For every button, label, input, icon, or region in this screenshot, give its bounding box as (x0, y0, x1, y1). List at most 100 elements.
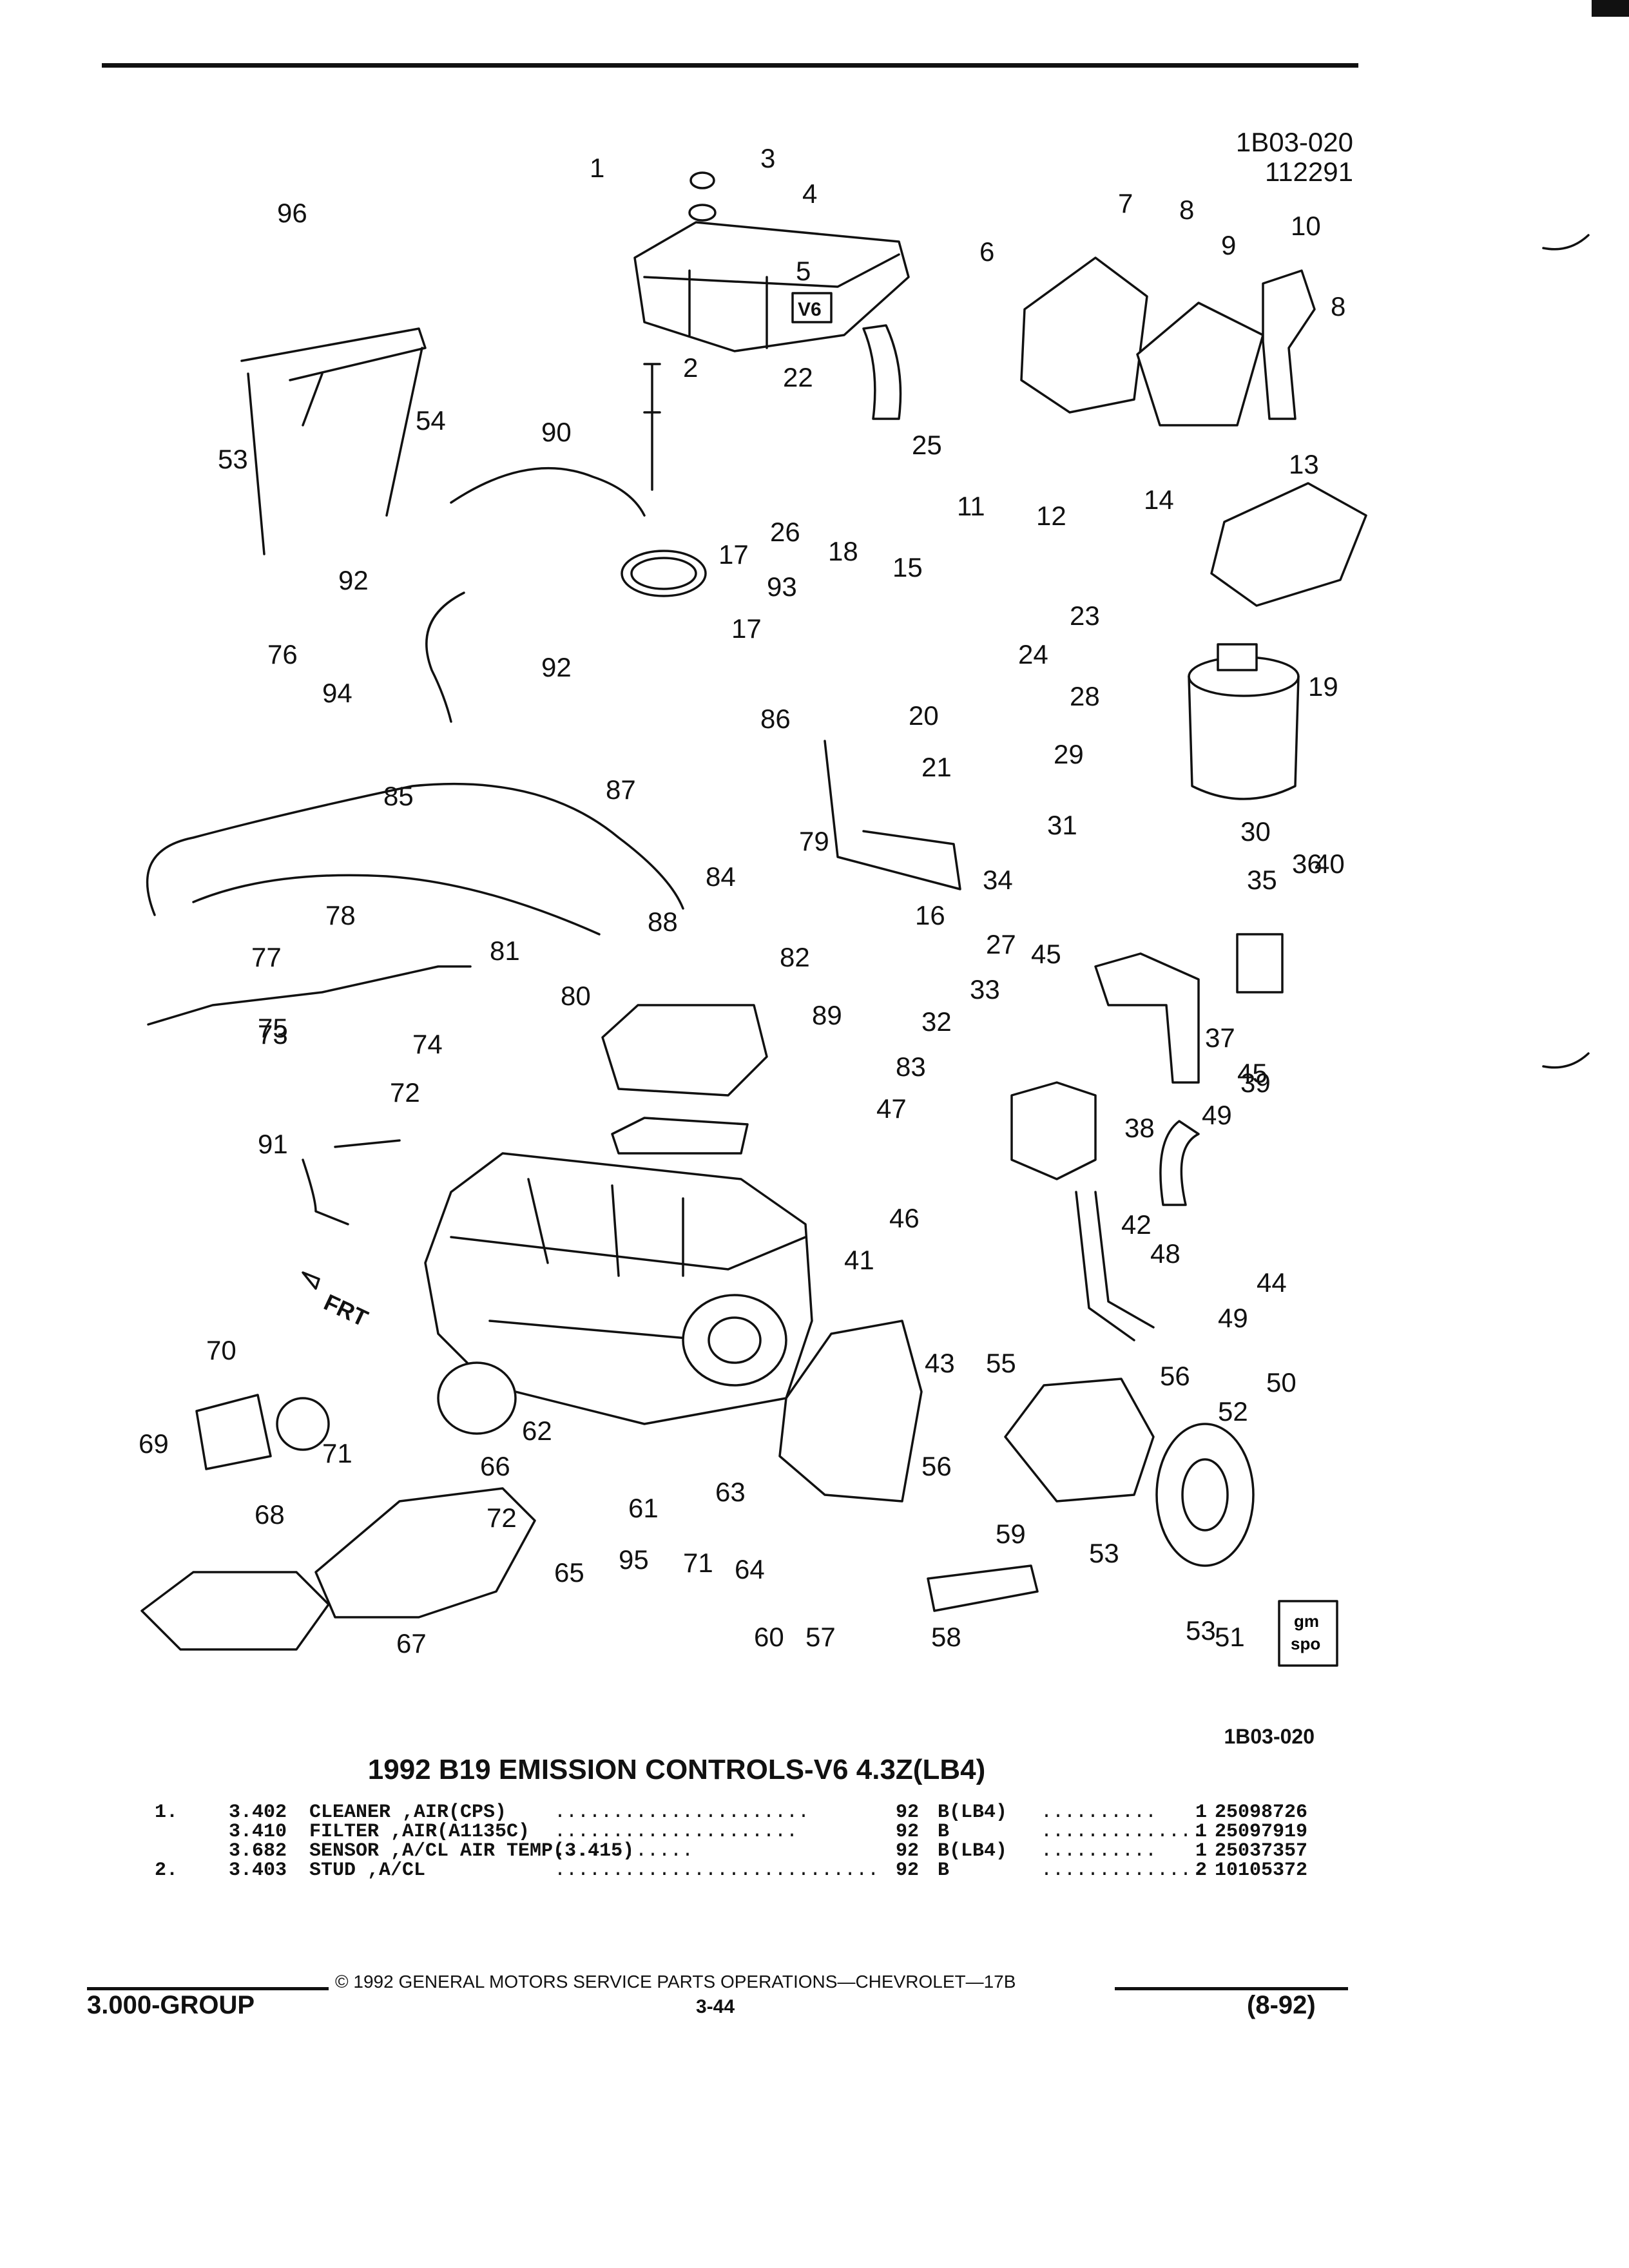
gm-spo-stamp (1278, 1600, 1338, 1667)
callout-55: 55 (986, 1348, 1016, 1378)
callout-51: 51 (1215, 1622, 1245, 1652)
hose-41 (1159, 1120, 1200, 1206)
parts-row-dots: ...................... (554, 1802, 810, 1823)
edge-mark (1592, 0, 1629, 17)
callout-48: 48 (1150, 1238, 1181, 1269)
callout-58: 58 (931, 1622, 961, 1652)
callout-21: 21 (921, 752, 952, 782)
callout-66: 66 (480, 1451, 510, 1481)
callout-27: 27 (986, 929, 1016, 959)
egr-valve (1010, 1081, 1097, 1180)
air-pump (1004, 1378, 1155, 1503)
callout-8: 8 (1331, 291, 1345, 322)
parts-row-year: 92 (896, 1802, 920, 1823)
callout-80: 80 (561, 981, 591, 1011)
exhaust-manifold-right (314, 1487, 536, 1619)
parts-row-group: 3.682 (229, 1840, 287, 1862)
parts-row-group: 3.403 (229, 1860, 287, 1881)
callout-94: 94 (322, 678, 352, 708)
parts-row-group: 3.402 (229, 1802, 287, 1823)
parts-row-qty: 1 (1195, 1840, 1208, 1862)
parts-row-dots2: .............. (1041, 1821, 1204, 1843)
callout-15: 15 (892, 552, 923, 582)
parts-row-year: 92 (896, 1860, 920, 1881)
callout-16: 16 (915, 900, 945, 930)
stamp-gm: gm (1294, 1611, 1319, 1631)
callout-63: 63 (715, 1477, 746, 1507)
group-label: 3.000-GROUP (87, 1991, 255, 2019)
callout-23: 23 (1070, 601, 1100, 631)
seal-washer (688, 204, 717, 222)
callout-61: 61 (628, 1493, 659, 1523)
callout-42: 42 (1121, 1209, 1152, 1240)
callout-3: 3 (760, 143, 775, 173)
callout-85: 85 (383, 781, 414, 811)
hose-57 (927, 1564, 1039, 1612)
callout-19: 19 (1308, 671, 1338, 702)
gasket-80 (611, 1117, 749, 1155)
gear (276, 1397, 330, 1451)
module (1136, 302, 1264, 427)
parts-row-item: 1. (155, 1802, 178, 1823)
bracket-36 (1094, 952, 1200, 1084)
callout-92: 92 (338, 565, 369, 595)
callout-38: 38 (1124, 1113, 1155, 1143)
parts-row-description: FILTER ,AIR(A1135C) (309, 1821, 530, 1843)
callout-69: 69 (139, 1428, 169, 1459)
callout-90: 90 (541, 417, 572, 447)
callout-47: 47 (876, 1093, 907, 1124)
callout-35: 35 (1247, 865, 1277, 895)
parts-row-year: 92 (896, 1821, 920, 1843)
callout-91: 91 (258, 1129, 288, 1159)
callout-26: 26 (770, 517, 800, 547)
parts-row-description: CLEANER ,AIR(CPS) (309, 1802, 507, 1823)
margin-hook (1542, 1052, 1590, 1069)
footer-rule-left (87, 1987, 329, 1990)
callout-28: 28 (1070, 681, 1100, 711)
callout-74: 74 (412, 1029, 443, 1059)
parts-row-year: 92 (896, 1840, 920, 1862)
callout-13: 13 (1289, 449, 1319, 479)
parts-row-dots2: .......... (1041, 1802, 1157, 1823)
callout-71: 71 (322, 1438, 352, 1468)
callout-4: 4 (802, 178, 817, 209)
callout-57: 57 (805, 1622, 836, 1652)
callout-33: 33 (970, 974, 1000, 1004)
wing-nut (689, 171, 715, 189)
callout-2: 2 (683, 352, 698, 383)
crank-gear (437, 1361, 517, 1435)
diagram-footer-ref: 1B03-020 (1224, 1725, 1315, 1748)
callout-25: 25 (912, 430, 942, 460)
charcoal-canister (1188, 643, 1300, 800)
air-cleaner-badge: V6 (798, 299, 822, 320)
parts-row-group: 3.410 (229, 1821, 287, 1843)
callout-22: 22 (783, 362, 813, 392)
parts-row-dots2: .............. (1041, 1860, 1204, 1881)
callout-49: 49 (1218, 1303, 1248, 1333)
callout-10: 10 (1291, 211, 1321, 241)
footer-rule-right (1115, 1987, 1348, 1990)
top-rule (102, 63, 1358, 68)
callout-12: 12 (1036, 501, 1066, 531)
sensor-38 (1236, 933, 1284, 994)
callout-68: 68 (255, 1499, 285, 1530)
callout-6: 6 (979, 236, 994, 267)
callout-30: 30 (1240, 816, 1271, 847)
callout-37: 37 (1205, 1023, 1235, 1053)
callout-76: 76 (267, 639, 298, 669)
bracket (1020, 256, 1148, 414)
intake-duct (862, 324, 902, 420)
callout-84: 84 (706, 861, 736, 892)
callout-32: 32 (921, 1006, 952, 1037)
callout-40: 40 (1315, 849, 1345, 879)
callout-1: 1 (590, 153, 604, 183)
parts-row-qty: 1 (1195, 1821, 1208, 1843)
parts-row-series: B(LB4) (938, 1840, 1008, 1862)
bracket-10 (1262, 269, 1316, 420)
margin-hook (1542, 234, 1590, 251)
revision-date: (8-92) (1247, 1991, 1316, 2019)
callout-18: 18 (828, 536, 858, 566)
callout-70: 70 (206, 1335, 236, 1365)
drawing-id: 1B03-020 (1235, 127, 1353, 157)
